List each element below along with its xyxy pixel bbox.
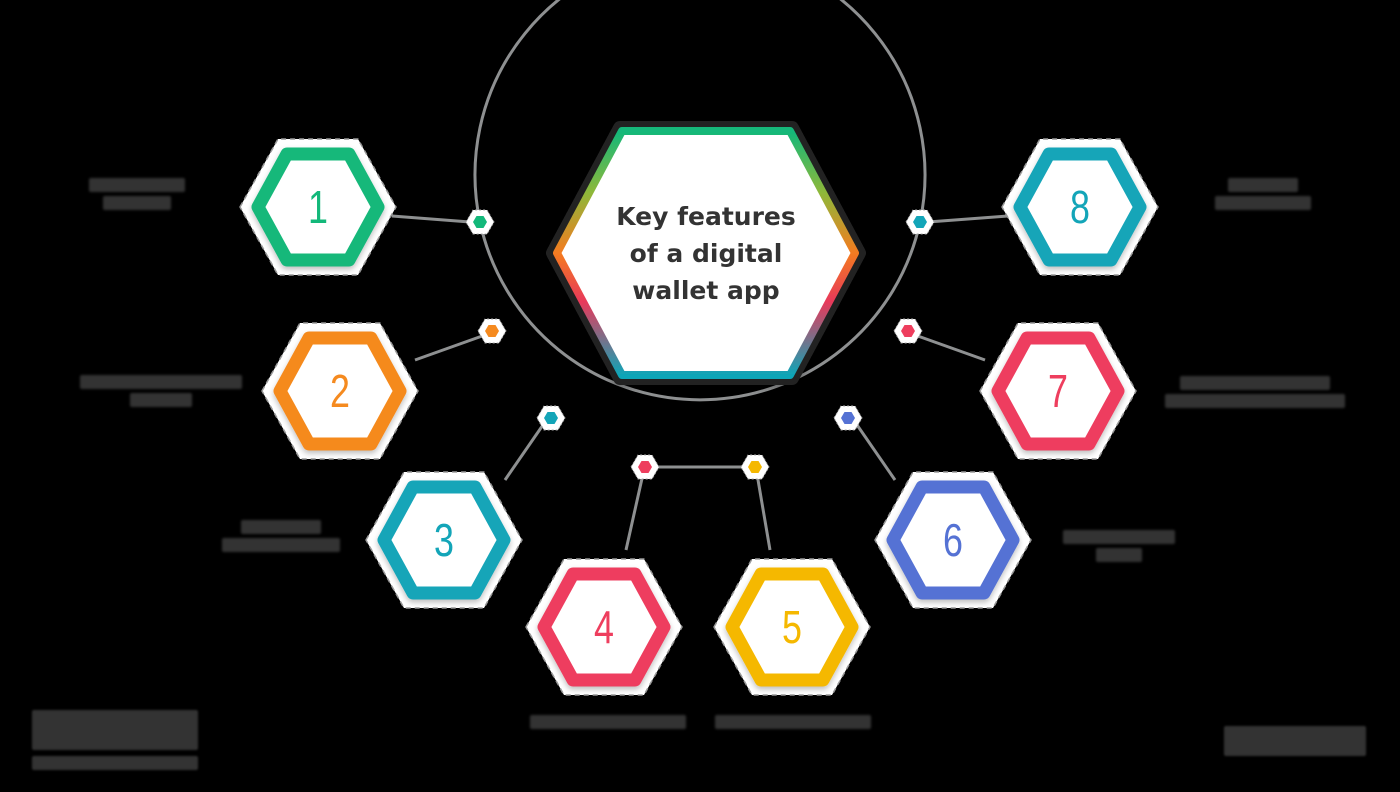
feature-hex-1 <box>239 138 397 276</box>
feature-number-2: 2 <box>330 365 350 417</box>
center-hexagon <box>546 121 866 385</box>
feature-hex-7 <box>979 322 1137 460</box>
feature-number-3: 3 <box>434 514 454 566</box>
feature-hex-3 <box>365 471 523 609</box>
feature-label-8 <box>1215 178 1311 210</box>
inner-arc <box>478 221 922 402</box>
feature-number-5: 5 <box>782 601 802 653</box>
node-8 <box>905 209 935 235</box>
feature-number-7: 7 <box>1048 365 1068 417</box>
connector-nodes <box>465 209 935 480</box>
feature-label-3 <box>222 520 340 552</box>
logo-left <box>32 710 198 770</box>
feature-number-6: 6 <box>943 514 963 566</box>
title-line-1: Key features <box>616 202 796 231</box>
feature-number-8: 8 <box>1070 181 1090 233</box>
feature-hex-6 <box>874 471 1032 609</box>
title-line-2: of a digital <box>629 239 783 268</box>
feature-label-2 <box>80 375 242 407</box>
title-line-3: wallet app <box>632 276 780 305</box>
feature-label-5 <box>715 715 871 729</box>
node-7 <box>893 318 923 344</box>
feature-label-1 <box>89 178 185 210</box>
node-6 <box>833 405 863 431</box>
feature-label-6 <box>1063 530 1175 562</box>
feature-number-4: 4 <box>594 601 614 653</box>
outer-arc <box>473 0 927 223</box>
feature-label-4 <box>530 715 686 729</box>
feature-hexagons <box>239 138 1159 696</box>
node-1 <box>465 209 495 235</box>
feature-hex-2 <box>261 322 419 460</box>
connectors <box>391 214 1009 551</box>
node-2 <box>477 318 507 344</box>
node-3 <box>536 405 566 431</box>
feature-hex-5 <box>713 558 871 696</box>
node-4 <box>630 454 660 480</box>
feature-number-1: 1 <box>308 181 328 233</box>
feature-hex-8 <box>1001 138 1159 276</box>
logo-right <box>1224 726 1366 756</box>
node-5 <box>740 454 770 480</box>
diagram-title: Key features of a digital wallet app <box>561 198 851 309</box>
feature-hex-4 <box>525 558 683 696</box>
feature-label-7 <box>1165 376 1345 408</box>
